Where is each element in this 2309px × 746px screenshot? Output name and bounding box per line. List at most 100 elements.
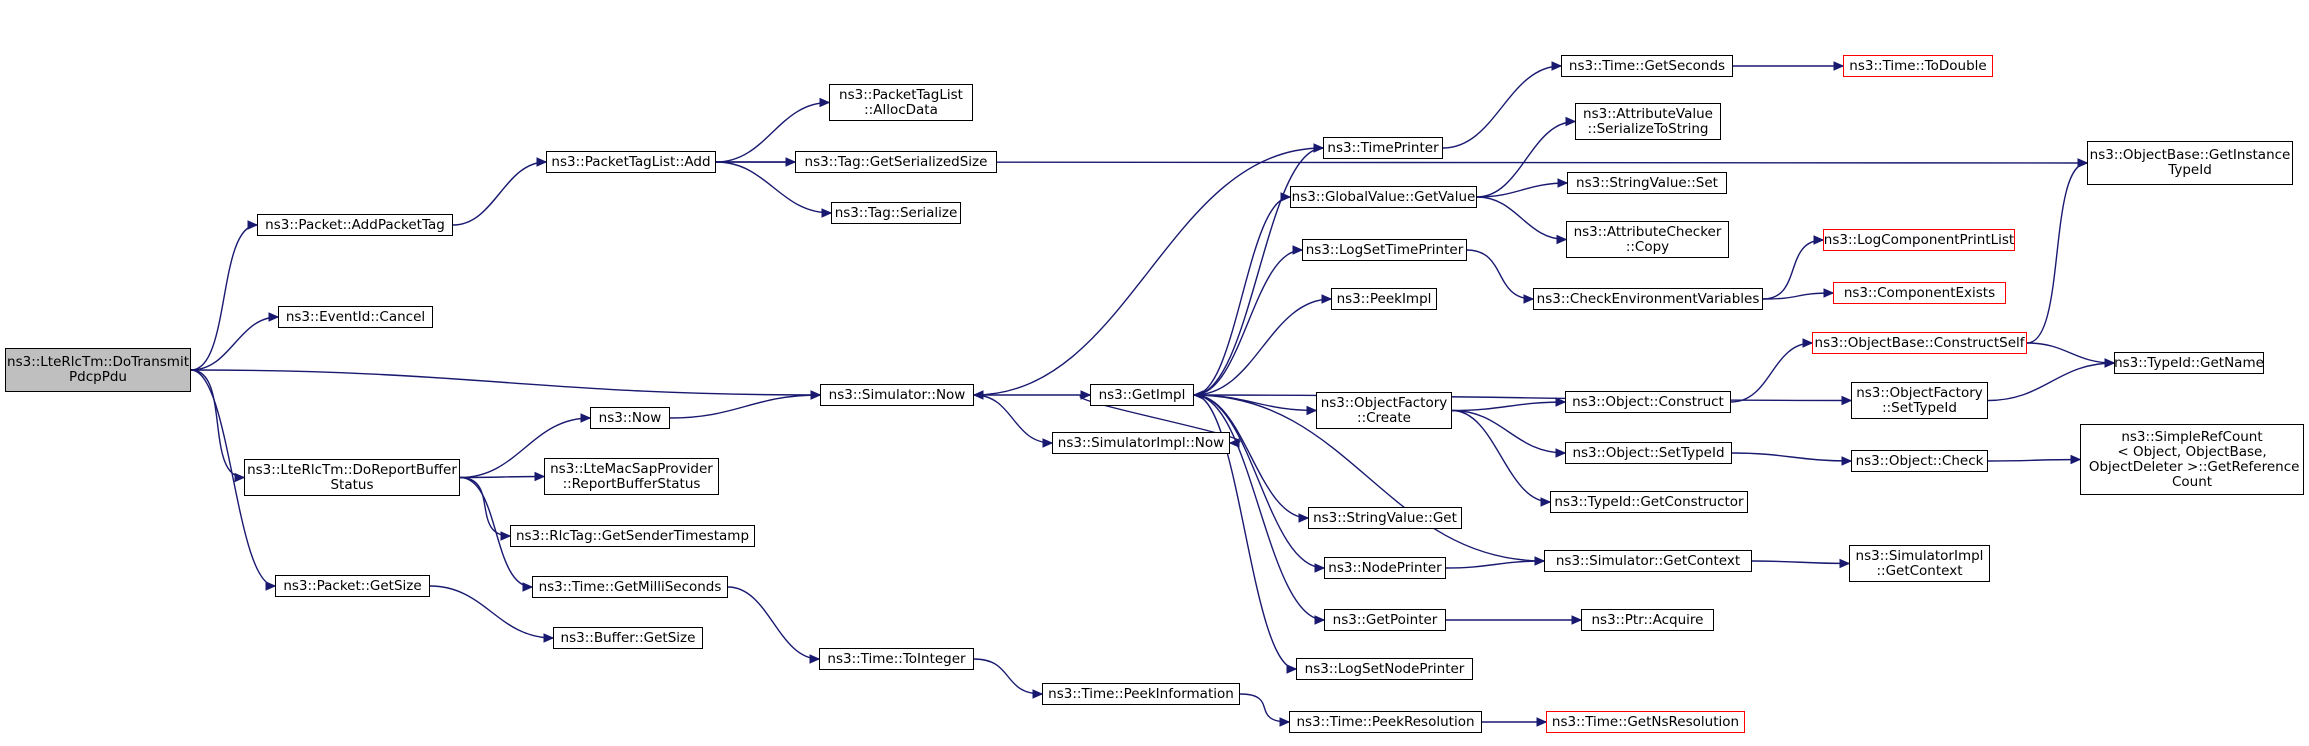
call-edge-22 xyxy=(1193,147,1324,396)
call-edge-28 xyxy=(1193,394,1325,569)
call-edge-arrowhead-42 xyxy=(1555,397,1567,407)
function-node-now[interactable]: ns3::Now xyxy=(590,407,670,429)
function-node-peek-information[interactable]: ns3::Time::PeekInformation xyxy=(1042,683,1240,705)
call-edge-48 xyxy=(1987,362,2115,402)
function-node-node-printer[interactable]: ns3::NodePrinter xyxy=(1324,557,1446,579)
call-edge-44 xyxy=(1451,409,1551,503)
function-node-get-seconds[interactable]: ns3::Time::GetSeconds xyxy=(1561,55,1733,77)
function-node-object-check[interactable]: ns3::Object::Check xyxy=(1851,450,1988,472)
function-node-add-packet-tag[interactable]: ns3::Packet::AddPacketTag xyxy=(257,214,453,236)
call-edge-arrowhead-10 xyxy=(580,413,592,423)
call-edge-5 xyxy=(452,161,547,226)
function-node-sim-impl-get-context[interactable]: ns3::SimulatorImpl ::GetContext xyxy=(1849,545,1990,582)
function-node-log-component-print-list[interactable]: ns3::LogComponentPrintList xyxy=(1823,229,2015,251)
call-edge-53 xyxy=(1751,560,1850,565)
function-node-tag-serialize[interactable]: ns3::Tag::Serialize xyxy=(831,202,961,224)
function-node-attr-serialize[interactable]: ns3::AttributeValue ::SerializeToString xyxy=(1575,103,1721,140)
call-edge-arrowhead-23 xyxy=(1280,192,1292,202)
function-node-simple-ref-count[interactable]: ns3::SimpleRefCount < Object, ObjectBase… xyxy=(2080,424,2304,495)
function-node-log-set-time-printer[interactable]: ns3::LogSetTimePrinter xyxy=(1302,239,1467,261)
function-node-tag-get-serialized-size[interactable]: ns3::Tag::GetSerializedSize xyxy=(795,151,997,173)
function-node-buffer-get-size[interactable]: ns3::Buffer::GetSize xyxy=(553,627,703,649)
function-node-report-buffer-status[interactable]: ns3::LteMacSapProvider ::ReportBufferSta… xyxy=(544,458,719,495)
function-node-get-milli-seconds[interactable]: ns3::Time::GetMilliSeconds xyxy=(532,576,728,598)
call-edge-arrowhead-33 xyxy=(972,390,984,400)
call-edge-arrowhead-39 xyxy=(1523,294,1535,304)
call-edge-arrowhead-5 xyxy=(536,157,548,167)
function-node-to-integer[interactable]: ns3::Time::ToInteger xyxy=(819,648,974,670)
call-edge-arrowhead-3 xyxy=(234,472,246,483)
call-edge-arrowhead-30 xyxy=(1286,664,1298,674)
call-edge-39 xyxy=(1466,249,1534,300)
call-edge-3 xyxy=(190,369,245,479)
function-node-packet-tag-list-add[interactable]: ns3::PacketTagList::Add xyxy=(546,151,716,173)
function-node-object-construct[interactable]: ns3::Object::Construct xyxy=(1565,391,1731,413)
call-edge-27 xyxy=(1193,394,1309,519)
call-edge-19 xyxy=(973,658,1043,695)
function-node-attr-checker-copy[interactable]: ns3::AttributeChecker ::Copy xyxy=(1566,221,1729,258)
function-node-event-cancel[interactable]: ns3::EventId::Cancel xyxy=(278,306,433,328)
function-node-ptr-acquire[interactable]: ns3::Ptr::Acquire xyxy=(1581,609,1714,631)
function-node-type-id-get-name[interactable]: ns3::TypeId::GetName xyxy=(2114,352,2264,374)
function-node-to-double[interactable]: ns3::Time::ToDouble xyxy=(1843,55,1993,77)
call-edge-46 xyxy=(2026,162,2088,344)
call-edge-40 xyxy=(1762,239,1824,300)
call-edge-8 xyxy=(715,161,832,214)
function-node-obj-factory-create[interactable]: ns3::ObjectFactory ::Create xyxy=(1316,392,1452,429)
function-node-alloc-data[interactable]: ns3::PacketTagList ::AllocData xyxy=(829,84,973,121)
call-edge-4 xyxy=(190,369,276,587)
function-node-object-set-type-id[interactable]: ns3::Object::SetTypeId xyxy=(1565,442,1732,464)
call-edge-24 xyxy=(1193,249,1303,396)
function-node-simulator-now[interactable]: ns3::Simulator::Now xyxy=(820,384,974,406)
function-node-string-value-set[interactable]: ns3::StringValue::Set xyxy=(1567,172,1727,194)
function-node-time-printer[interactable]: ns3::TimePrinter xyxy=(1323,137,1443,159)
call-edge-arrowhead-48 xyxy=(2104,358,2116,368)
call-edge-51 xyxy=(1445,560,1545,569)
function-node-do-report-buffer-status[interactable]: ns3::LteRlcTm::DoReportBuffer Status xyxy=(244,459,460,496)
function-node-get-impl[interactable]: ns3::GetImpl xyxy=(1090,384,1194,406)
call-edge-arrowhead-36 xyxy=(1565,116,1577,127)
function-node-sim-get-context[interactable]: ns3::Simulator::GetContext xyxy=(1544,550,1752,572)
call-edge-arrowhead-40 xyxy=(1813,235,1825,245)
call-edge-13 xyxy=(459,476,533,588)
call-edge-30 xyxy=(1193,394,1297,670)
call-edge-52 xyxy=(1193,394,1545,562)
function-node-get-constructor[interactable]: ns3::TypeId::GetConstructor xyxy=(1550,491,1748,513)
function-node-construct-self[interactable]: ns3::ObjectBase::ConstructSelf xyxy=(1812,332,2027,354)
call-edge-arrowhead-44 xyxy=(1540,497,1552,507)
call-edge-arrowhead-34 xyxy=(1551,61,1563,71)
call-edge-arrowhead-26 xyxy=(1306,405,1318,416)
call-edge-17 xyxy=(973,394,1053,444)
call-edge-0 xyxy=(190,224,258,371)
call-edge-2 xyxy=(190,369,821,396)
function-node-peek-impl[interactable]: ns3::PeekImpl xyxy=(1331,288,1437,310)
call-edge-14 xyxy=(429,585,554,639)
call-edge-arrowhead-12 xyxy=(500,531,512,541)
function-node-peek-resolution[interactable]: ns3::Time::PeekResolution xyxy=(1289,711,1482,733)
function-node-sender-timestamp[interactable]: ns3::RlcTag::GetSenderTimestamp xyxy=(510,525,755,547)
call-edge-arrowhead-25 xyxy=(1321,294,1333,304)
function-node-obj-factory-set-type-id[interactable]: ns3::ObjectFactory ::SetTypeId xyxy=(1851,382,1988,419)
function-node-log-set-node-printer[interactable]: ns3::LogSetNodePrinter xyxy=(1296,658,1473,680)
call-edge-arrowhead-41 xyxy=(1823,288,1835,298)
call-edge-49 xyxy=(1731,452,1852,462)
call-edge-arrowhead-28 xyxy=(1314,563,1326,573)
function-node-sim-impl-now[interactable]: ns3::SimulatorImpl::Now xyxy=(1052,432,1230,454)
function-node-packet-get-size[interactable]: ns3::Packet::GetSize xyxy=(275,575,430,597)
call-edge-47 xyxy=(2026,342,2115,364)
function-node-get-ns-resolution[interactable]: ns3::Time::GetNsResolution xyxy=(1546,711,1745,733)
call-edge-29 xyxy=(1193,394,1325,621)
function-node-get-pointer[interactable]: ns3::GetPointer xyxy=(1324,609,1446,631)
call-edge-12 xyxy=(459,476,511,537)
call-edge-42 xyxy=(1451,401,1566,412)
function-node-string-value-get[interactable]: ns3::StringValue::Get xyxy=(1308,507,1462,529)
function-node-component-exists[interactable]: ns3::ComponentExists xyxy=(1833,282,2006,304)
call-edge-38 xyxy=(1476,196,1567,241)
call-edge-15 xyxy=(669,394,821,419)
function-node-global-get-value[interactable]: ns3::GlobalValue::GetValue xyxy=(1290,186,1477,208)
call-edge-32 xyxy=(1193,394,1852,402)
function-node-check-env[interactable]: ns3::CheckEnvironmentVariables xyxy=(1533,288,1763,310)
function-node-get-instance-type-id[interactable]: ns3::ObjectBase::GetInstance TypeId xyxy=(2087,141,2293,185)
